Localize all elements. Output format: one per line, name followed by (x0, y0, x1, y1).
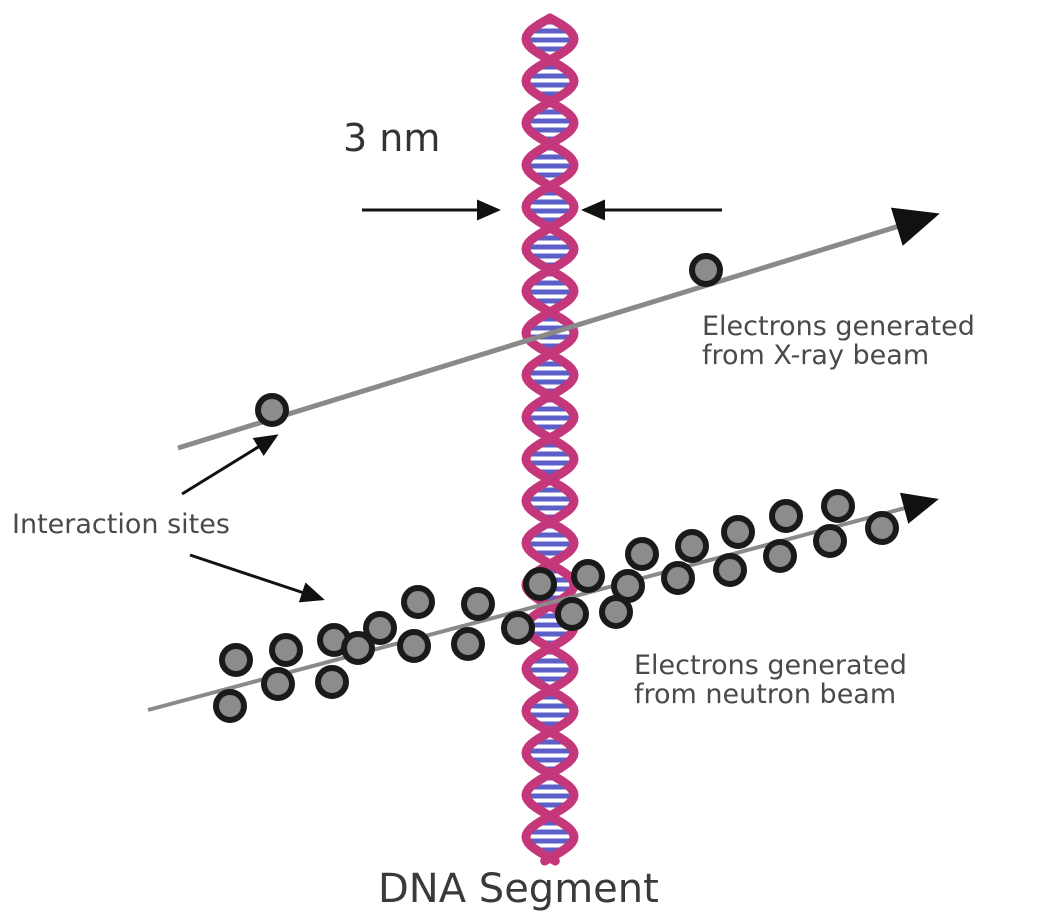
electron-dot-icon (724, 518, 752, 546)
electron-dot-icon (264, 670, 292, 698)
electron-dot-icon (766, 542, 794, 570)
electron-dot-icon (404, 588, 432, 616)
electron-dot-icon (868, 514, 896, 542)
electron-dot-icon (258, 396, 286, 424)
electron-dot-icon (526, 570, 554, 598)
electron-dot-icon (222, 646, 250, 674)
electron-dot-icon (716, 556, 744, 584)
dna-backbone-b (526, 18, 574, 861)
electron-dot-icon (678, 532, 706, 560)
electron-dot-icon (344, 634, 372, 662)
width-label: 3 nm (343, 118, 440, 159)
electron-dot-icon (602, 598, 630, 626)
electron-dot-icon (824, 492, 852, 520)
electron-dot-icon (504, 614, 532, 642)
dna-segment-label: DNA Segment (378, 868, 659, 911)
interaction-arrow-neutron (190, 555, 322, 599)
electron-dot-icon (400, 632, 428, 660)
electron-dot-icon (664, 564, 692, 592)
xray-electrons-label: Electrons generated from X-ray beam (702, 312, 975, 370)
electron-dot-icon (816, 527, 844, 555)
electron-dot-icon (692, 256, 720, 284)
electron-dot-icon (464, 590, 492, 618)
electron-dot-icon (454, 630, 482, 658)
electron-dot-icon (318, 668, 346, 696)
interaction-sites-label: Interaction sites (12, 510, 230, 539)
electron-dot-icon (216, 692, 244, 720)
electron-dot-icon (772, 502, 800, 530)
neutron-electrons-label: Electrons generated from neutron beam (634, 651, 907, 709)
electron-dot-icon (574, 562, 602, 590)
electron-dot-icon (272, 636, 300, 664)
electron-dot-icon (558, 600, 586, 628)
dna-helix (526, 18, 574, 861)
electron-dot-icon (628, 540, 656, 568)
